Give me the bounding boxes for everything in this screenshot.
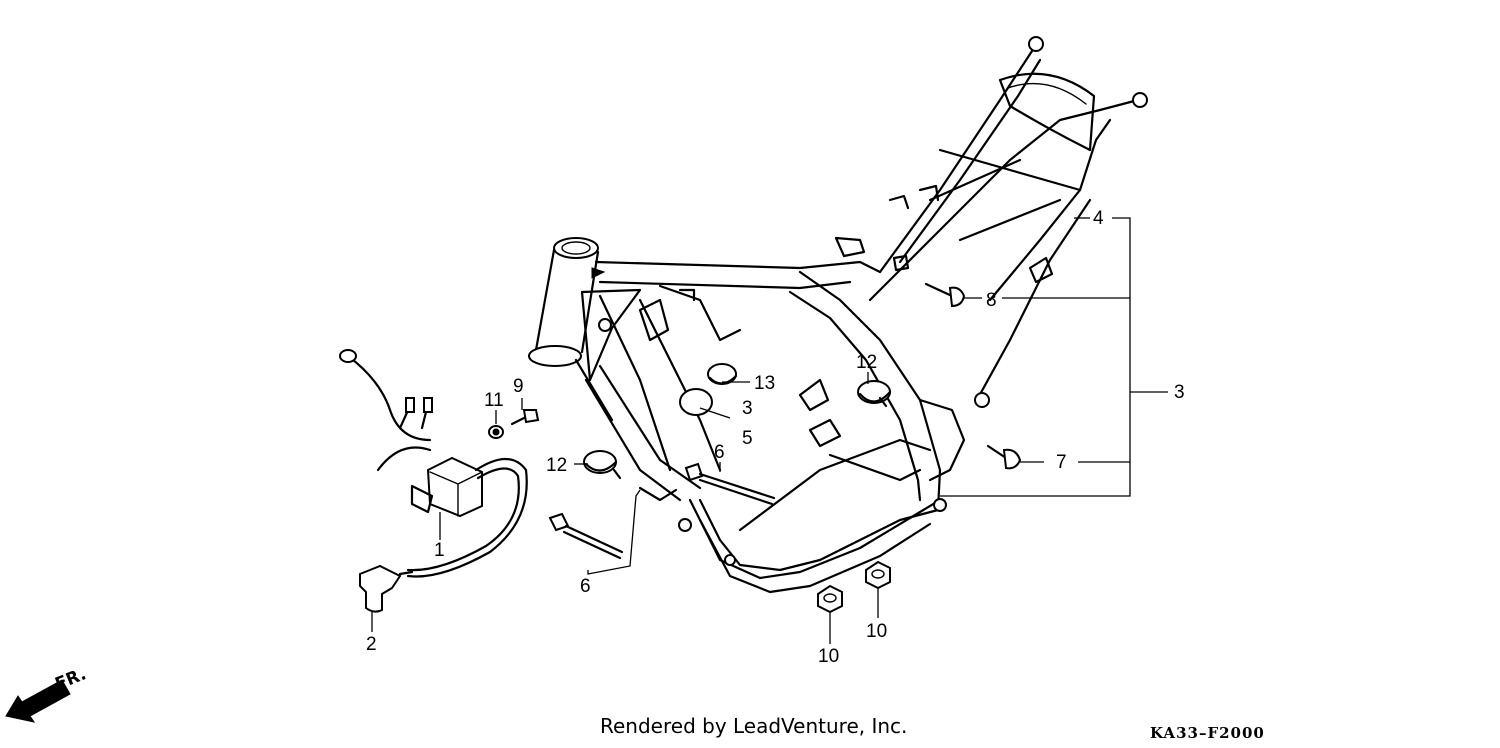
- spark-plug-cap: [359, 564, 414, 613]
- bolt-8: [924, 282, 966, 308]
- callout-6-upper: 6: [714, 442, 725, 463]
- front-direction-indicator: FR.: [5, 664, 89, 723]
- sub-frame: [868, 36, 1148, 408]
- callout-5: 5: [742, 428, 753, 449]
- leader-lines: [371, 217, 1168, 644]
- callout-8: 8: [986, 290, 997, 311]
- callout-13: 13: [754, 373, 775, 394]
- callout-3-cap: 3: [742, 398, 753, 419]
- diagram-code: KA33–F2000: [1150, 724, 1265, 742]
- callout-labels: 1 2 3 3 4 5 6 6 7 8 9 10 10 11 12 12 13: [366, 208, 1185, 667]
- bolt-6-lower: [548, 512, 624, 560]
- callout-1: 1: [434, 540, 445, 561]
- callout-6-lower: 6: [580, 576, 591, 597]
- callout-12-right: 12: [856, 352, 877, 373]
- callout-2: 2: [366, 634, 377, 655]
- callout-11: 11: [484, 390, 504, 411]
- clamp-12-right: [857, 380, 892, 408]
- callout-10-right: 10: [866, 621, 887, 642]
- main-frame: [528, 236, 966, 594]
- clamp-13: [707, 363, 738, 385]
- ignition-coil: [339, 349, 528, 578]
- callout-9: 9: [513, 376, 524, 397]
- bolt-7: [986, 444, 1022, 470]
- front-arrow-icon: [5, 679, 71, 723]
- callout-10-left: 10: [818, 646, 839, 667]
- callout-3-frame: 3: [1174, 382, 1185, 403]
- callout-4: 4: [1093, 208, 1104, 229]
- callout-7: 7: [1056, 452, 1067, 473]
- front-label: FR.: [52, 664, 89, 694]
- bolt-6-upper: [684, 462, 776, 506]
- callout-12-left: 12: [546, 455, 567, 476]
- render-credit: Rendered by LeadVenture, Inc.: [600, 714, 908, 738]
- clamp-12-left: [583, 450, 622, 480]
- nut-10-left: [817, 584, 843, 614]
- bolt-9: [510, 409, 540, 426]
- nut-11: [488, 425, 504, 439]
- nut-10-right: [865, 560, 891, 590]
